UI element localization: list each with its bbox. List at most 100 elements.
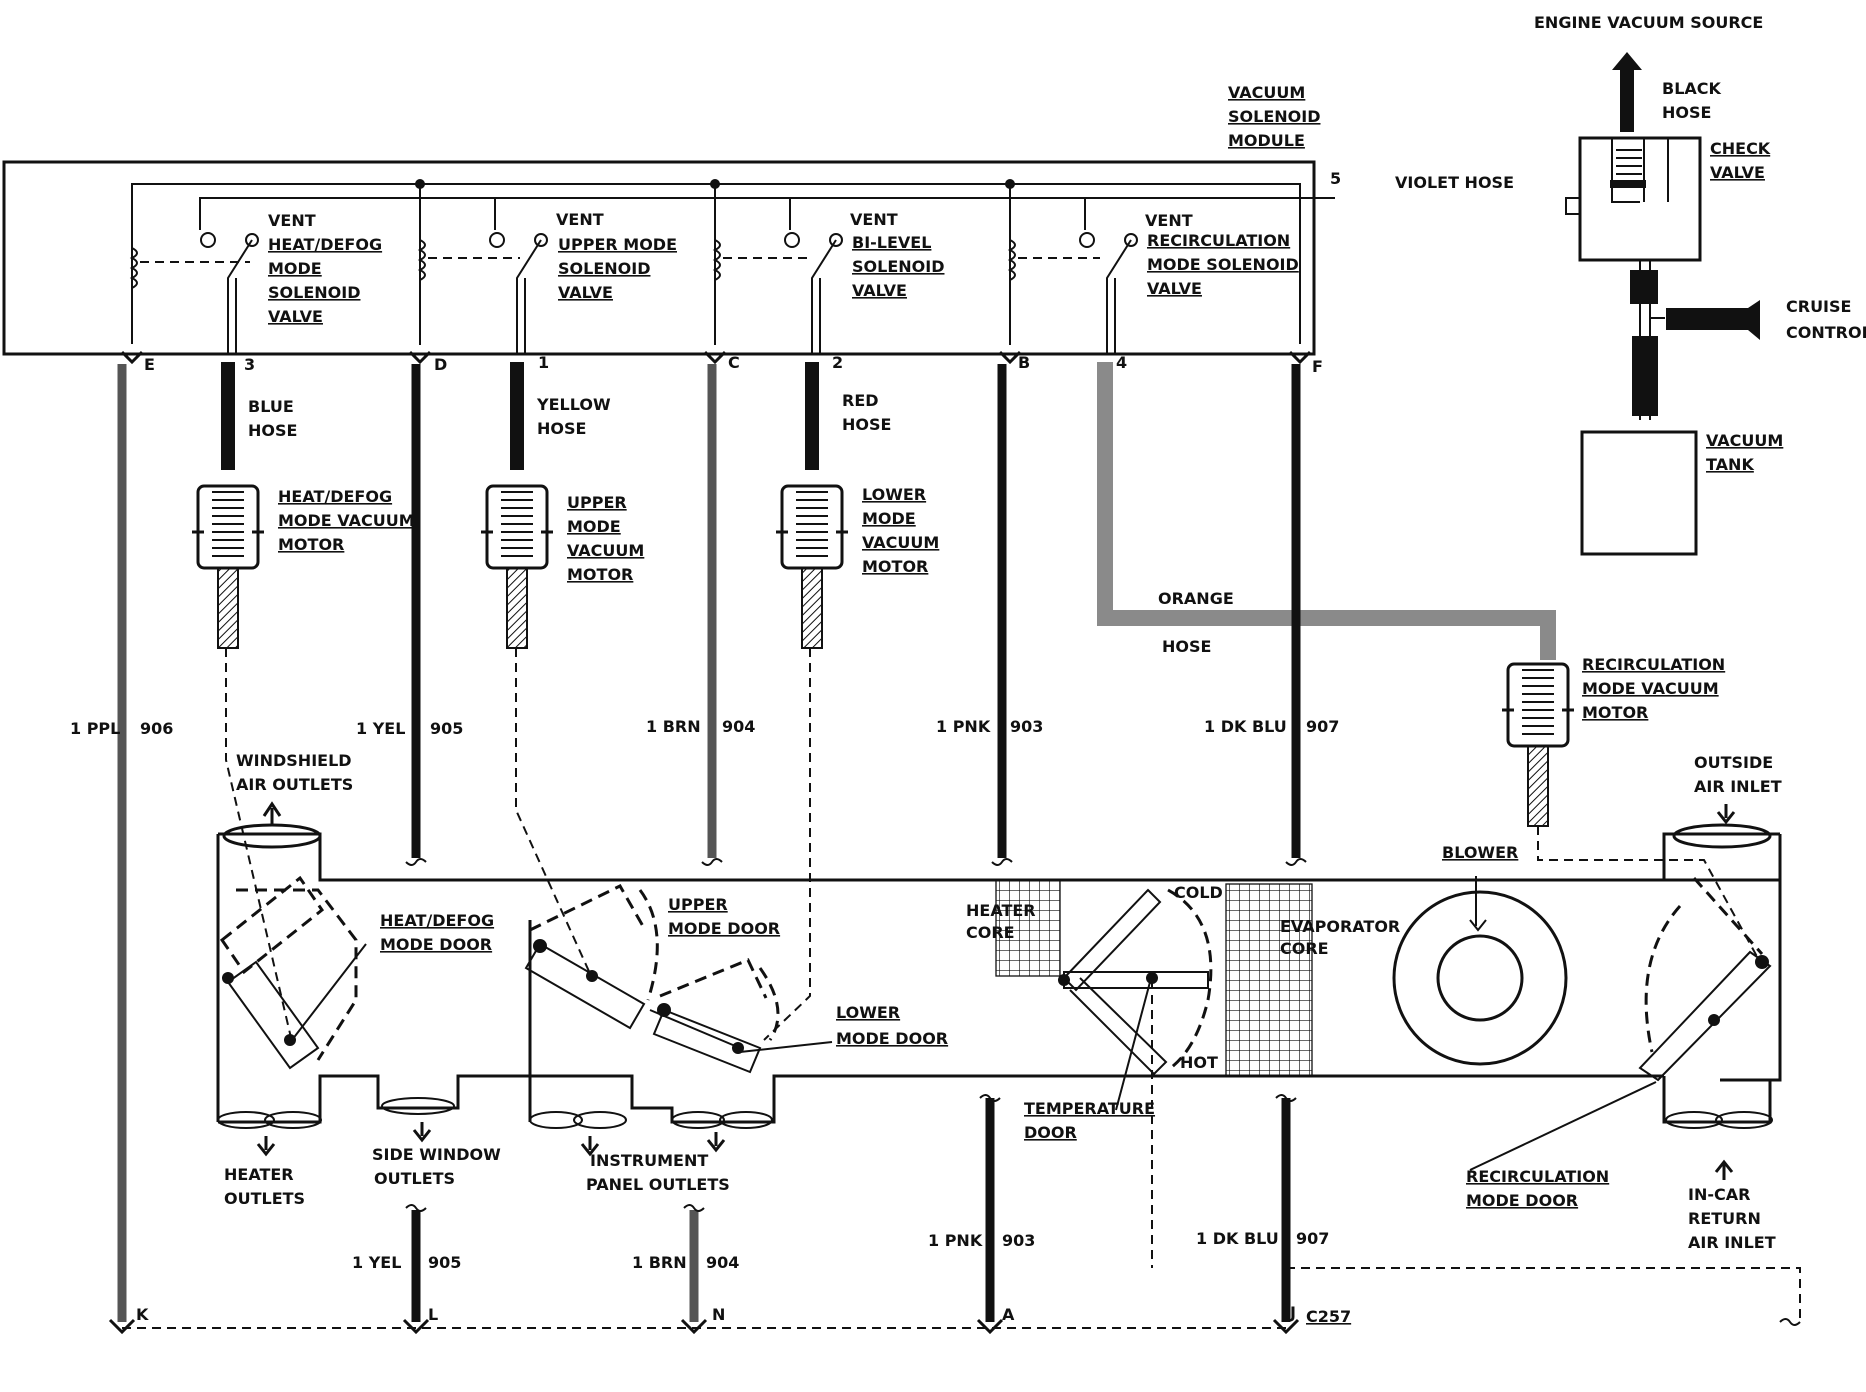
outside-air-inlet-label-1: OUTSIDE [1694, 753, 1773, 772]
recirculation-mode-door [1638, 876, 1772, 1082]
pin-l: L [428, 1305, 438, 1324]
pin-labels-top: E 3 D 1 C 2 B 4 F [144, 353, 1323, 376]
instrument-panel-outlets-label-2: PANEL OUTLETS [586, 1175, 730, 1194]
upper-mode-valve-label-1: UPPER MODE [558, 235, 677, 254]
in-car-return-label-3: AIR INLET [1688, 1233, 1776, 1252]
in-car-return-label-2: RETURN [1688, 1209, 1761, 1228]
temperature-door-label-1: TEMPERATURE [1024, 1099, 1155, 1118]
cold-label: COLD [1174, 883, 1223, 902]
vent-label: VENT [556, 210, 604, 229]
solenoid-coils [129, 239, 1100, 289]
blower [1392, 876, 1568, 1066]
heat-defog-motor-label-1: HEAT/DEFOG [278, 487, 392, 506]
bi-level-valve-label-2: SOLENOID [852, 257, 944, 276]
windshield-outlets-label-1: WINDSHIELD [236, 751, 352, 770]
vacuum-source: ENGINE VACUUM SOURCE BLACK HOSE CHECK VA… [1534, 13, 1866, 556]
heat-defog-motor-label-3: MOTOR [278, 535, 344, 554]
upper-mode-valve-label-3: VALVE [558, 283, 613, 302]
outside-air-inlet-label-2: AIR INLET [1694, 777, 1782, 796]
recirculation-vacuum-motor [1502, 662, 1574, 827]
hot-label: HOT [1180, 1053, 1218, 1072]
heat-defog-motor-label-2: MODE VACUUM [278, 511, 415, 530]
wire-pnk-bottom-label: 1 PNK [928, 1231, 983, 1250]
heat-defog-door-label-1: HEAT/DEFOG [380, 911, 494, 930]
side-window-outlets-label-1: SIDE WINDOW [372, 1145, 501, 1164]
motor-labels: HEAT/DEFOG MODE VACUUM MOTOR UPPER MODE … [278, 485, 1725, 722]
instrument-panel-outlets-label-1: INSTRUMENT [590, 1151, 708, 1170]
yellow-hose-label-2: HOSE [537, 419, 586, 438]
upper-motor-label-3: VACUUM [567, 541, 644, 560]
engine-vacuum-source-label: ENGINE VACUUM SOURCE [1534, 13, 1763, 32]
module-label-3: MODULE [1228, 131, 1305, 150]
port-4: 4 [1116, 353, 1127, 372]
upper-mode-valve-label-2: SOLENOID [558, 259, 650, 278]
hvac-labels: WINDSHIELD AIR OUTLETS HEAT/DEFOG MODE D… [224, 751, 1782, 1252]
temperature-door [1058, 888, 1213, 1076]
vacuum-tank [1580, 430, 1698, 556]
upper-door-label-1: UPPER [668, 895, 728, 914]
module-label-1: VACUUM [1228, 83, 1305, 102]
vacuum-tank-label-2: TANK [1706, 455, 1754, 474]
black-hose-label-1: BLACK [1662, 79, 1722, 98]
module-label: VACUUM SOLENOID MODULE 5 VIOLET HOSE [1228, 83, 1514, 192]
recirc-motor-label-3: MOTOR [1582, 703, 1648, 722]
heat-defog-valve-label-1: HEAT/DEFOG [268, 235, 382, 254]
red-hose-label-1: RED [842, 391, 879, 410]
module-connector-pins [120, 350, 1312, 365]
violet-hose-label: VIOLET HOSE [1395, 173, 1514, 192]
heat-defog-valve-label-3: SOLENOID [268, 283, 360, 302]
heat-defog-door-label-2: MODE DOOR [380, 935, 492, 954]
upper-mode-door [524, 884, 659, 1030]
yellow-hose-label-1: YELLOW [536, 395, 611, 414]
heater-core-label-2: CORE [966, 923, 1015, 942]
check-valve [1578, 136, 1702, 262]
heater-core [995, 879, 1061, 977]
wire-904-bottom-label: 904 [706, 1253, 739, 1272]
heat-defog-valve-label-4: VALVE [268, 307, 323, 326]
vent-label: VENT [1145, 211, 1193, 230]
lower-motor-label-4: MOTOR [862, 557, 928, 576]
bi-level-valve-label-1: BI-LEVEL [852, 233, 931, 252]
pin-d: D [434, 355, 447, 374]
vacuum-hoses: BLUE HOSE YELLOW HOSE RED HOSE ORANGE HO… [221, 362, 1556, 660]
lower-door-label-2: MODE DOOR [836, 1029, 948, 1048]
temperature-door-label-2: DOOR [1024, 1123, 1077, 1142]
heat-defog-vacuum-motor [192, 484, 264, 649]
wire-ppl-label: 1 PPL [70, 719, 120, 738]
recirc-door-label-1: RECIRCULATION [1466, 1167, 1609, 1186]
heater-outlets-label-1: HEATER [224, 1165, 294, 1184]
in-car-return-label-1: IN-CAR [1688, 1185, 1750, 1204]
recirc-valve-label-2: MODE SOLENOID [1147, 255, 1299, 274]
lower-motor-label-1: LOWER [862, 485, 926, 504]
pin-a: A [1002, 1305, 1015, 1324]
wire-907-label: 907 [1306, 717, 1339, 736]
wire-903-bottom-label: 903 [1002, 1231, 1035, 1250]
wire-906-label: 906 [140, 719, 173, 738]
wire-yel-label: 1 YEL [356, 719, 405, 738]
port-1: 1 [538, 353, 549, 372]
lower-mode-vacuum-motor [776, 484, 848, 649]
heat-defog-valve-label-2: MODE [268, 259, 322, 278]
recirc-valve-label-3: VALVE [1147, 279, 1202, 298]
module-label-2: SOLENOID [1228, 107, 1320, 126]
vacuum-solenoid-module [2, 160, 1335, 365]
wire-dkblu-bottom-label: 1 DK BLU [1196, 1229, 1279, 1248]
upper-motor-label-1: UPPER [567, 493, 627, 512]
wire-brn-label: 1 BRN [646, 717, 701, 736]
recirc-door-label-2: MODE DOOR [1466, 1191, 1578, 1210]
evaporator-core-label-2: CORE [1280, 939, 1329, 958]
solenoid-valves [200, 232, 1138, 355]
vent-label: VENT [850, 210, 898, 229]
wire-brn-bottom-label: 1 BRN [632, 1253, 687, 1272]
pin-k: K [136, 1305, 149, 1324]
red-hose-label-2: HOSE [842, 415, 891, 434]
recirc-motor-label-2: MODE VACUUM [1582, 679, 1719, 698]
wire-905-bottom-label: 905 [428, 1253, 461, 1272]
wire-pnk-label: 1 PNK [936, 717, 991, 736]
evaporator-core [1225, 883, 1313, 1077]
port-3: 3 [244, 355, 255, 374]
heater-core-label-1: HEATER [966, 901, 1036, 920]
evaporator-core-label-1: EVAPORATOR [1280, 917, 1400, 936]
upper-mode-vacuum-motor [481, 484, 553, 649]
